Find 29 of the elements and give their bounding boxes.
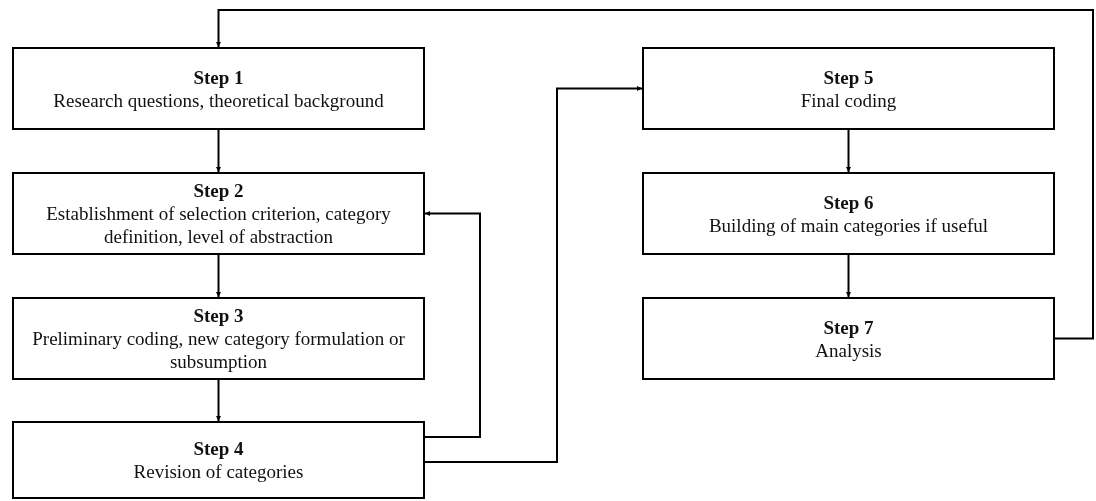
step-title: Step 4	[193, 437, 244, 460]
arrow	[216, 254, 221, 298]
step-description: Building of main categories if useful	[708, 213, 989, 237]
arrow	[216, 129, 221, 173]
step-box	[12, 172, 425, 255]
step-box	[642, 172, 1055, 255]
arrow	[216, 379, 221, 422]
step-title: Step 5	[823, 65, 874, 89]
step-box	[12, 297, 425, 380]
step-description: Revision of categories	[133, 460, 304, 483]
step-title: Step 3	[193, 304, 244, 327]
arrow	[216, 9, 1094, 340]
step-description: Research questions, theoretical background	[53, 88, 384, 112]
step-box	[642, 297, 1055, 380]
step-box	[12, 421, 425, 499]
step-title: Step 2	[193, 179, 244, 202]
step-description: Preliminary coding, new category formulation or subsumption	[31, 327, 406, 373]
arrow	[846, 129, 851, 173]
step-description: Final coding	[800, 88, 897, 112]
arrow	[846, 254, 851, 298]
step-title: Step 6	[823, 190, 874, 214]
step-title: Step 7	[823, 315, 874, 339]
step-description: Analysis	[815, 338, 882, 362]
arrow	[424, 211, 481, 438]
step-title: Step 1	[193, 65, 244, 89]
step-description: Establishment of selection criterion, category definition, level of abstraction	[45, 202, 392, 248]
step-box	[12, 47, 425, 130]
arrow	[424, 86, 643, 463]
step-box	[642, 47, 1055, 130]
